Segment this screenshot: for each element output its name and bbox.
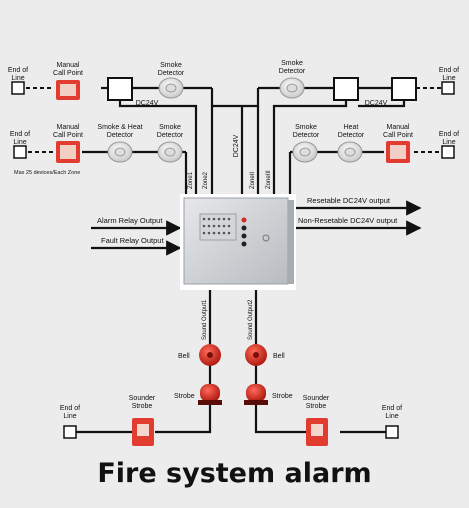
mcp-label-top-left-1: Manual (57, 62, 80, 69)
strobe-label-right: Strobe (272, 393, 293, 400)
smoke-label-top-left-2: Detector (158, 70, 185, 77)
text-labels: End of Line End of Line End of Line End … (8, 60, 459, 420)
mcp-label-mid-right-1: Manual (387, 124, 410, 131)
zone-iii-label: ZoneIII (266, 170, 272, 189)
mcp-label-mid-right-2: Call Point (383, 132, 413, 139)
eol-box-top-left (11, 81, 25, 95)
eol-label-bottom-left-2: Line (63, 413, 76, 420)
control-panel (180, 194, 296, 290)
module-box-left (107, 77, 133, 101)
dc24v-label-right: DC24V (365, 100, 388, 107)
module-box-right-1 (333, 77, 359, 101)
heat-label-2: Detector (338, 132, 365, 139)
sound-output1-label: Sound Output1 (202, 299, 208, 340)
smoke-label-mid-left-2: Detector (157, 132, 184, 139)
eol-label-bottom-right-1: End of (382, 405, 402, 412)
max-devices-note: Max 25 devices/Each Zone (14, 170, 80, 176)
sound-output2-label: Sound Output2 (248, 299, 254, 340)
smoke-detector-top-right (279, 77, 305, 99)
dc24v-label-left: DC24V (136, 100, 159, 107)
bell-label-right: Bell (273, 353, 285, 360)
bell-left (199, 344, 221, 366)
module-boxes (107, 77, 417, 101)
manual-call-point-mid-left (56, 141, 80, 163)
eol-label-top-left-1: End of (8, 67, 28, 74)
smoke-label-top-left-1: Smoke (160, 62, 182, 69)
sounder-strobe-label-right-2: Strobe (306, 403, 327, 410)
zone1-label: Zone1 (188, 171, 194, 189)
manual-call-point-mid-right (386, 141, 410, 163)
eol-label-mid-right-2: Line (442, 139, 455, 146)
strobe-right (244, 384, 268, 405)
smoke-label-top-right-1: Smoke (281, 60, 303, 67)
smoke-label-mid-right-1: Smoke (295, 124, 317, 131)
sounder-strobe-right (306, 418, 328, 446)
eol-box-mid-right (441, 145, 455, 159)
smoke-detector-mid-right (292, 141, 318, 163)
dc24v-label-vertical: DC24V (233, 134, 240, 157)
sounder-strobe-label-right-1: Sounder (303, 395, 330, 402)
sounder-strobe-left (132, 418, 154, 446)
smoke-label-mid-left-1: Smoke (159, 124, 181, 131)
zone-ii-label: ZoneII (250, 172, 256, 189)
sounder-strobe-label-left-1: Sounder (129, 395, 156, 402)
bell-label-left: Bell (178, 353, 190, 360)
eol-label-mid-left-2: Line (13, 139, 26, 146)
diagram-caption: Fire system alarm (97, 458, 372, 489)
bell-right (245, 344, 267, 366)
eol-box-bottom-left (63, 425, 77, 439)
heat-detector-mid-right (337, 141, 363, 163)
alarm-relay-label: Alarm Relay Output (97, 216, 163, 225)
wiring (76, 86, 422, 434)
eol-label-bottom-right-2: Line (385, 413, 398, 420)
eol-box-mid-left (13, 145, 27, 159)
non-resetable-output-label: Non-Resetable DC24V output (298, 216, 398, 225)
eol-label-top-right-1: End of (439, 67, 459, 74)
resetable-output-label: Resetable DC24V output (307, 196, 391, 205)
detectors (107, 77, 363, 163)
panel-leds (202, 217, 231, 235)
mcp-label-top-left-2: Call Point (53, 70, 83, 77)
mcp-label-mid-left-1: Manual (57, 124, 80, 131)
smoke-label-top-right-2: Detector (279, 68, 306, 75)
mcp-label-mid-left-2: Call Point (53, 132, 83, 139)
smoke-heat-label-1: Smoke & Heat (97, 124, 142, 131)
eol-box-bottom-right (385, 425, 399, 439)
smoke-heat-label-2: Detector (107, 132, 134, 139)
module-box-right-2 (391, 77, 417, 101)
strobe-left (198, 384, 222, 405)
eol-label-mid-left-1: End of (10, 131, 30, 138)
strobe-label-left: Strobe (174, 393, 195, 400)
fault-relay-label: Fault Relay Output (101, 236, 164, 245)
eol-label-bottom-left-1: End of (60, 405, 80, 412)
smoke-detector-top-left (158, 77, 184, 99)
smoke-label-mid-right-2: Detector (293, 132, 320, 139)
manual-call-point-top-left (56, 80, 80, 100)
sounder-strobe-label-left-2: Strobe (132, 403, 153, 410)
zone2-label: Zone2 (203, 171, 209, 189)
eol-box-top-right (441, 81, 455, 95)
smoke-heat-detector-left (107, 141, 133, 163)
eol-label-top-left-2: Line (11, 75, 24, 82)
heat-label-1: Heat (344, 124, 359, 131)
dashed-wiring (26, 87, 442, 153)
eol-label-mid-right-1: End of (439, 131, 459, 138)
eol-boxes (11, 81, 455, 439)
smoke-detector-mid-left (157, 141, 183, 163)
eol-label-top-right-2: Line (442, 75, 455, 82)
